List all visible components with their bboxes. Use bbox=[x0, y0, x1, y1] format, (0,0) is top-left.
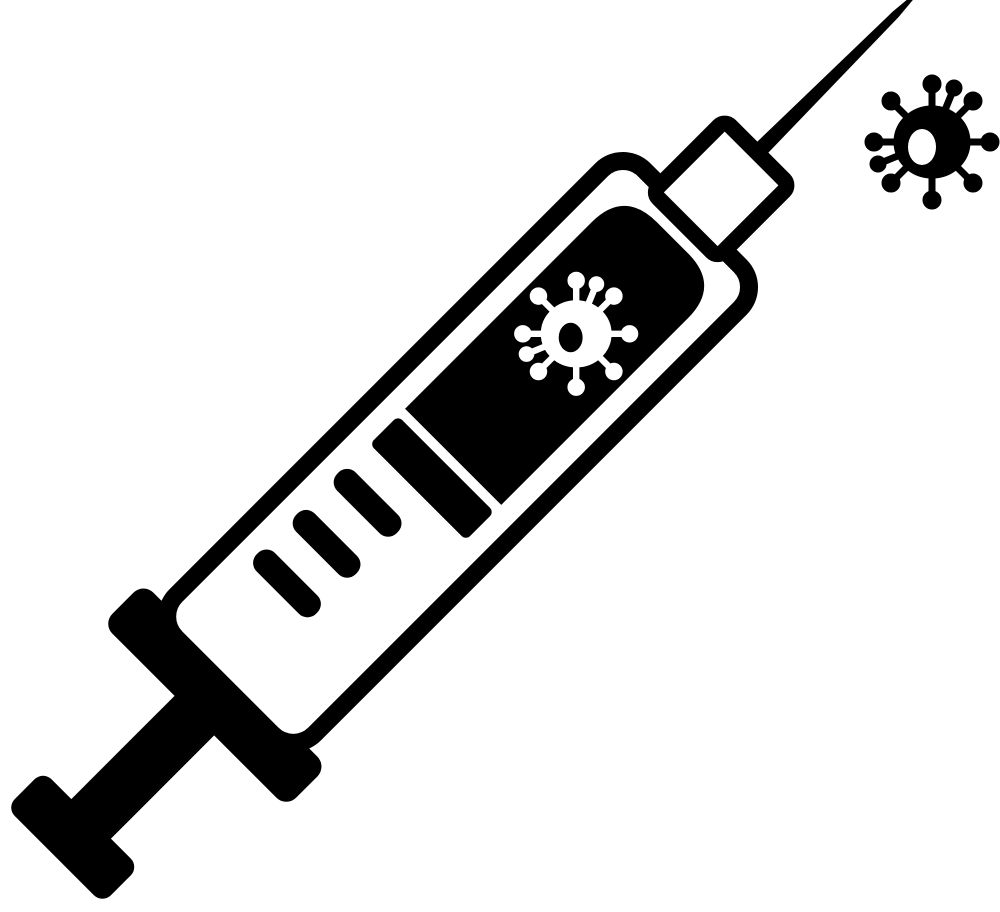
plunger-stopper bbox=[372, 418, 492, 538]
virus-icon bbox=[865, 75, 999, 209]
finger-flange bbox=[108, 588, 322, 802]
plunger-thumb-rest bbox=[11, 775, 135, 899]
graduation-mark bbox=[333, 468, 402, 537]
graduation-mark bbox=[292, 509, 361, 578]
graduation-mark bbox=[253, 549, 321, 618]
needle bbox=[750, 0, 927, 160]
virus-icon bbox=[515, 272, 638, 395]
plunger-rod bbox=[67, 690, 220, 843]
